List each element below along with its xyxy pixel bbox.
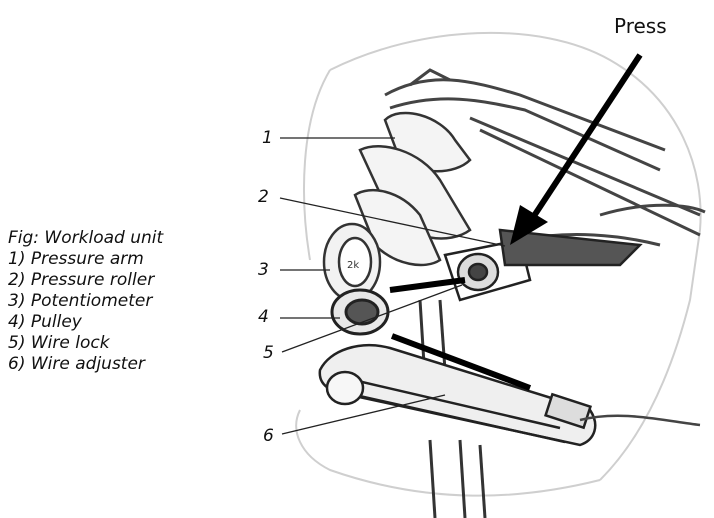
caption-item-wire-adjuster: 6) Wire adjuster [8, 354, 145, 374]
callout-4: 4 [258, 307, 269, 327]
pressure-roller [443, 228, 643, 302]
svg-text:2k: 2k [347, 260, 359, 271]
caption-item-pressure-roller: 2) Pressure roller [8, 270, 155, 290]
caption-item-pulley: 4) Pulley [8, 312, 82, 332]
press-arrow [510, 53, 643, 245]
pulley [330, 288, 390, 336]
housing-outline [295, 31, 702, 497]
caption-item-pressure-arm: 1) Pressure arm [8, 249, 144, 269]
callout-lines [279, 137, 506, 435]
callout-2: 2 [258, 187, 269, 207]
potentiometer: 2k [322, 222, 382, 302]
caption-title: Fig: Workload unit [8, 228, 164, 248]
frame-rods [384, 68, 706, 247]
caption-item-potentiometer: 3) Potentiometer [8, 291, 153, 311]
callout-6: 6 [263, 426, 274, 446]
callout-5: 5 [263, 343, 274, 363]
figure-caption: Fig: Workload unit 1) Pressure arm 2) Pr… [8, 228, 163, 375]
caption-item-wire-lock: 5) Wire lock [8, 333, 110, 353]
wire-adjuster [318, 344, 701, 447]
pointer-bars [389, 277, 532, 391]
callout-1: 1 [262, 128, 273, 148]
press-label: Press [614, 14, 667, 38]
pressure-arm [353, 111, 472, 267]
callout-3: 3 [258, 260, 269, 280]
